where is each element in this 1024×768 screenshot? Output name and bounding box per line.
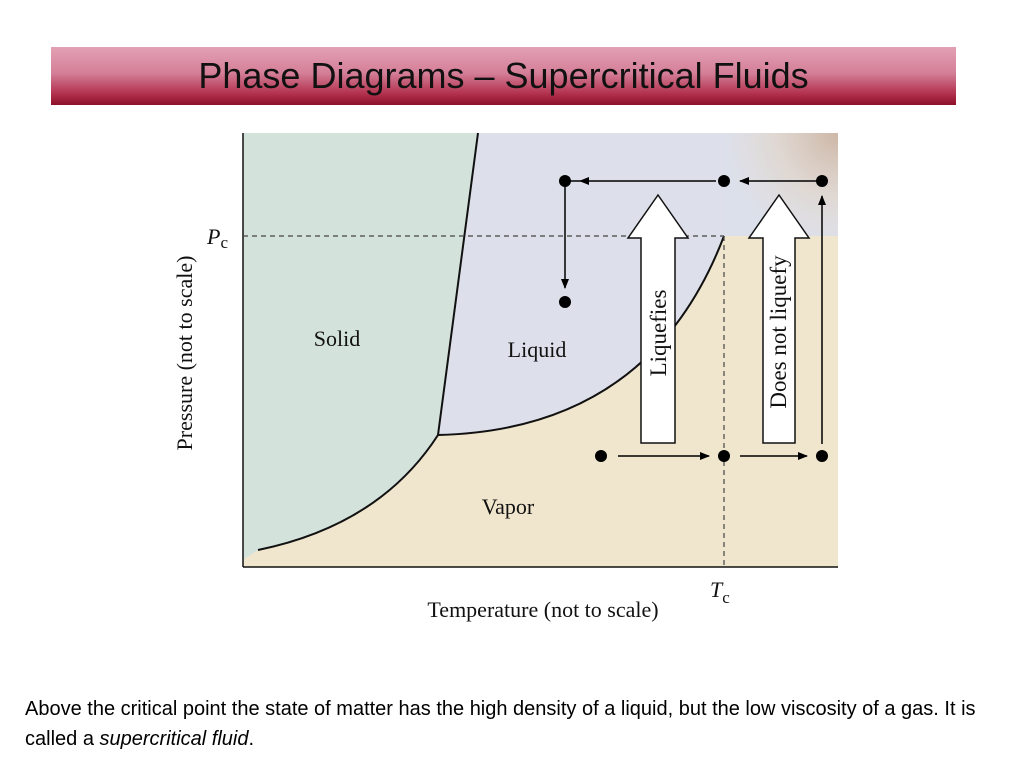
pc-subscript: c	[220, 233, 228, 252]
state-point	[559, 296, 571, 308]
liquid-label: Liquid	[508, 337, 567, 362]
does-not-liquefy-label: Does not liquefy	[766, 255, 791, 409]
caption-emphasis: supercritical fluid	[99, 728, 249, 750]
solid-label: Solid	[314, 326, 360, 351]
liquid-vapor-boundary	[437, 235, 725, 436]
state-point	[595, 450, 607, 462]
state-point	[559, 175, 571, 187]
solid-liquid-boundary	[437, 132, 479, 436]
does-not-liquefy-arrow	[747, 193, 811, 444]
phase-diagram: Solid Liquid Vapor Liquefies Does not li…	[172, 132, 838, 622]
caption-text: Above the critical point the state of ma…	[25, 698, 976, 750]
x-axis-label: Temperature (not to scale)	[427, 597, 658, 622]
title-bar: Phase Diagrams – Supercritical Fluids	[51, 47, 956, 105]
state-point	[718, 450, 730, 462]
state-point	[816, 175, 828, 187]
tc-symbol: T	[710, 577, 724, 602]
state-point	[816, 450, 828, 462]
y-axis-label: Pressure (not to scale)	[172, 256, 197, 451]
tc-subscript: c	[722, 588, 730, 607]
liquefies-label: Liquefies	[646, 290, 671, 377]
caption-end: .	[248, 728, 255, 750]
state-point	[718, 175, 730, 187]
liquefies-arrow	[626, 193, 690, 444]
slide-title: Phase Diagrams – Supercritical Fluids	[198, 55, 809, 96]
slide-caption: Above the critical point the state of ma…	[25, 694, 1000, 754]
pc-label: Pc	[206, 224, 228, 252]
pc-symbol: P	[206, 224, 220, 249]
vapor-label: Vapor	[482, 494, 535, 519]
solid-region	[243, 133, 478, 560]
solid-vapor-boundary	[257, 434, 439, 551]
tc-label: Tc	[710, 577, 730, 607]
